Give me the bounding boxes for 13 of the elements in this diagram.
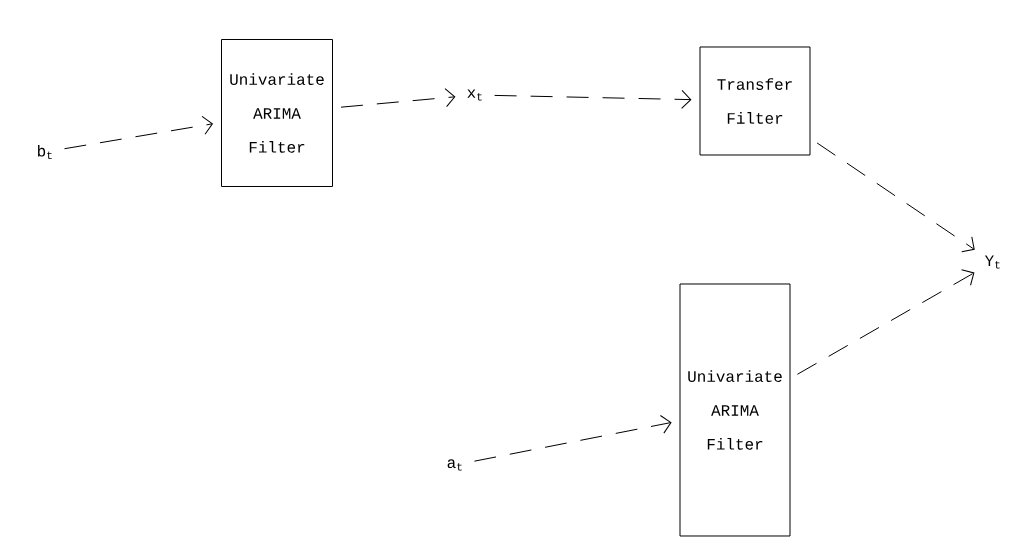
filter-box: Univariate ARIMA Filter <box>221 39 333 187</box>
filter-box: Transfer Filter <box>699 46 811 156</box>
arrow <box>796 269 975 375</box>
arrow <box>494 89 692 109</box>
arrow <box>340 88 456 108</box>
filter-box: Univariate ARIMA Filter <box>679 283 791 537</box>
signal-label: b$_{t}$ <box>38 144 52 160</box>
signal-label: x$_{t}$ <box>467 89 482 101</box>
arrow <box>473 414 672 462</box>
signal-label: Y$_{t}$ <box>984 255 1000 269</box>
signal-label: a$_{t}$ <box>447 459 462 471</box>
arrow <box>816 142 975 253</box>
arrow <box>64 115 213 150</box>
